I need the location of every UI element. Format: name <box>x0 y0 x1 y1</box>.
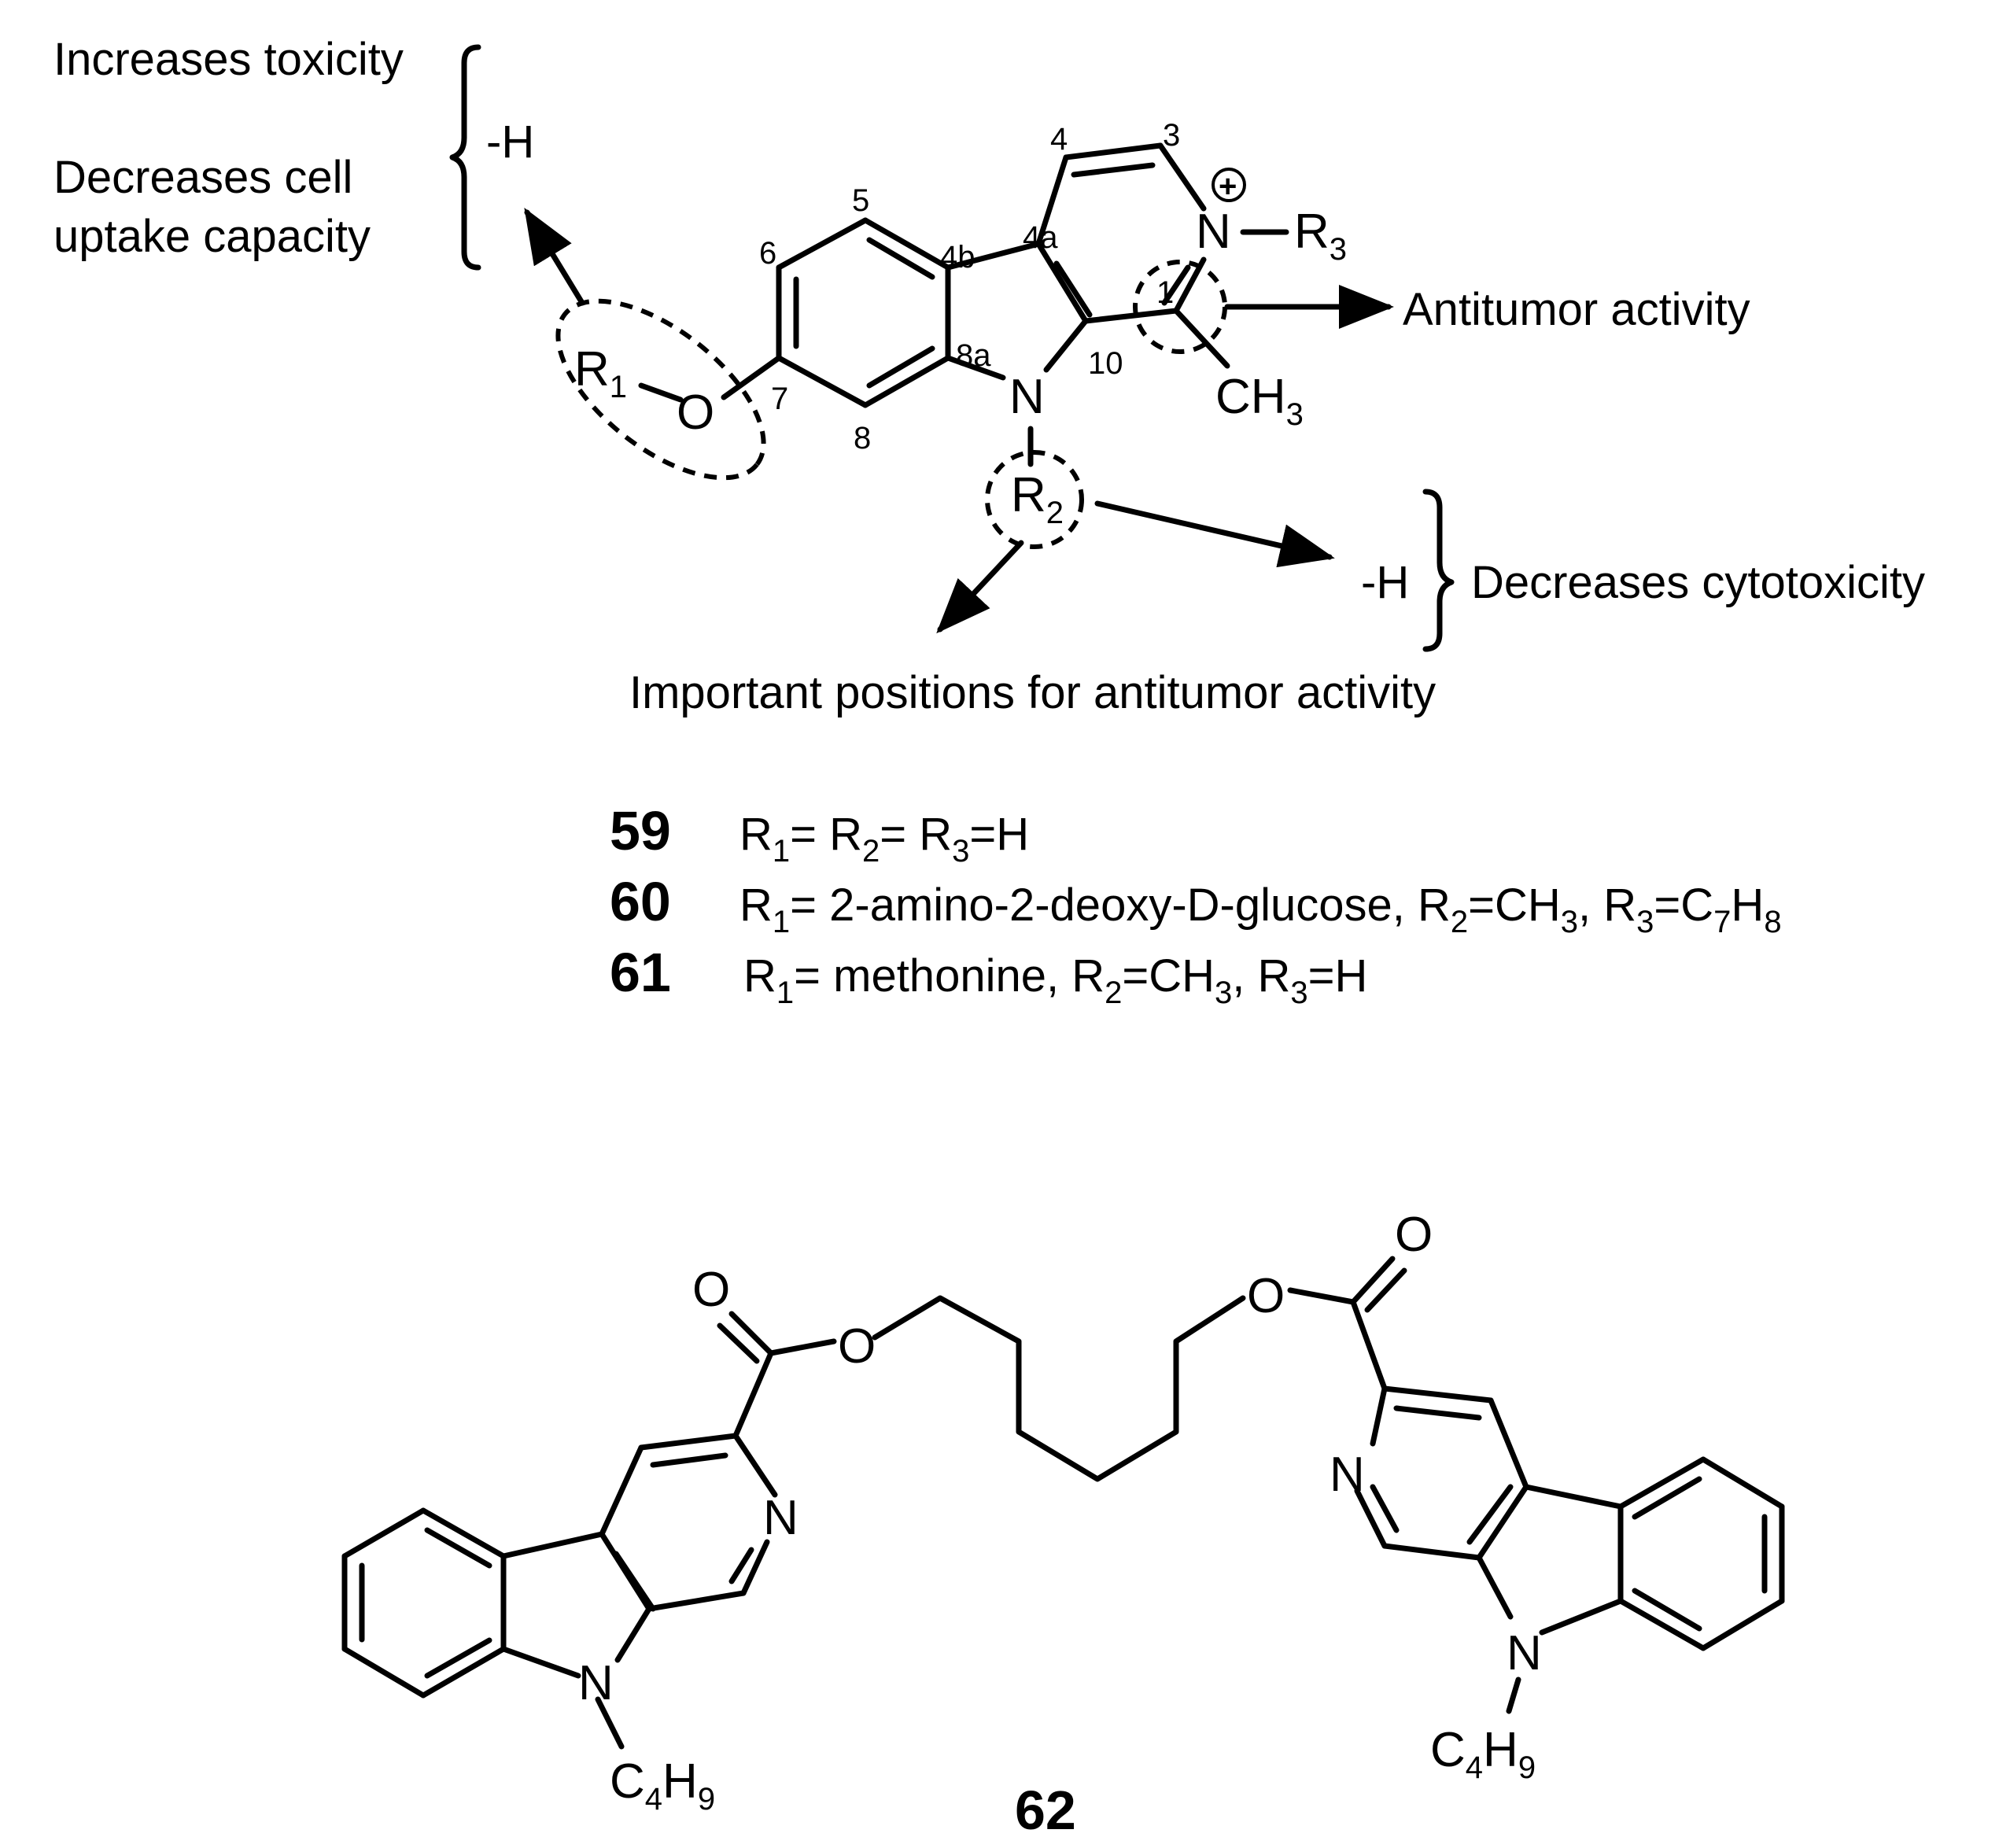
position-4a: 4a <box>1023 220 1058 255</box>
left-brace-icon <box>449 44 481 271</box>
right-c-o-double-1 <box>1350 1256 1396 1305</box>
right-brace-icon <box>1422 489 1455 652</box>
atom-r3: R3 <box>1294 205 1347 267</box>
compound-61-def: R1= methonine, R2=CH3, R3=H <box>743 950 1367 1010</box>
left-c-o-single <box>768 1338 837 1356</box>
annotation-uptake-capacity: uptake capacity <box>53 211 371 262</box>
right-carbonyl-o: O <box>1395 1208 1433 1262</box>
left-ester-o: O <box>838 1319 876 1374</box>
left-butyl: C4H9 <box>610 1754 715 1817</box>
c7-o-bond <box>721 355 782 400</box>
left-carbonyl-o: O <box>692 1263 730 1317</box>
compound-60-label: 60 <box>610 871 671 932</box>
r1-o-highlight <box>555 298 766 481</box>
annotation-h-top: -H <box>486 116 534 168</box>
right-carboline <box>1354 1385 1785 1714</box>
position-10: 10 <box>1088 346 1123 381</box>
annotation-decreases-cytotoxicity: Decreases cytotoxicity <box>1471 557 1925 608</box>
compound-62-structure: N N C4H9 O O O O <box>341 1208 1785 1841</box>
right-c-o-single <box>1287 1287 1356 1305</box>
pyrrole-ring <box>945 241 1093 381</box>
position-4: 4 <box>1050 122 1068 157</box>
compound-60-def: R1= 2-amino-2-deoxy-D-glucose, R2=CH3, R… <box>739 880 1782 939</box>
arrows <box>524 208 1394 634</box>
pyridinium-ring <box>1035 142 1289 369</box>
atom-n2: N <box>1196 205 1231 259</box>
right-c-o-double-2 <box>1364 1267 1407 1313</box>
right-pyridine-n: N <box>1330 1448 1365 1502</box>
plus-sign: + <box>1219 169 1237 204</box>
right-butyl: C4H9 <box>1430 1723 1536 1785</box>
atom-n9: N <box>1009 370 1045 424</box>
position-8: 8 <box>854 421 871 456</box>
right-indole-n: N <box>1507 1626 1542 1680</box>
compound-59-def: R1= R2= R3=H <box>739 809 1029 869</box>
highlights <box>555 260 1227 549</box>
arrow-to-h-right-icon <box>1094 500 1335 568</box>
position-4b: 4b <box>940 240 975 275</box>
position-3: 3 <box>1163 118 1180 153</box>
position-7: 7 <box>771 382 788 416</box>
compound-61-label: 61 <box>610 942 671 1003</box>
position-5: 5 <box>852 183 869 218</box>
position-8a: 8a <box>956 338 991 373</box>
annotation-antitumor-activity: Antitumor activity <box>1403 284 1750 335</box>
right-carbonyl-bond <box>1350 1299 1388 1392</box>
compound-59-label: 59 <box>610 800 671 861</box>
hexyl-chain <box>872 1295 1246 1482</box>
atom-labels: N N + R3 CH3 O R1 R2 <box>574 168 1347 530</box>
right-ester-o: O <box>1247 1269 1285 1323</box>
left-c-o-double-2 <box>717 1322 760 1364</box>
position-1: 1 <box>1156 275 1174 310</box>
compound-62-label: 62 <box>1015 1780 1076 1841</box>
positive-charge-icon <box>1212 168 1246 202</box>
left-carbonyl-bond <box>732 1350 774 1439</box>
atom-r2: R2 <box>1011 468 1064 530</box>
atom-o: O <box>677 385 714 440</box>
left-indole-n: N <box>578 1656 614 1710</box>
core-structure <box>638 142 1289 467</box>
benzene-ring <box>776 217 951 408</box>
atom-ch3: CH3 <box>1215 370 1304 432</box>
atom-r1: R1 <box>574 342 627 404</box>
compound-list: 59 R1= R2= R3=H 60 R1= 2-amino-2-deoxy-D… <box>610 800 1782 1010</box>
position-numbers: 4 3 1 5 6 7 8 4b 4a 8a 10 <box>759 118 1180 456</box>
o-r1-bond <box>638 382 684 403</box>
annotations: Increases toxicity Decreases cell uptake… <box>53 34 1925 718</box>
arrow-to-important-icon <box>936 540 1024 634</box>
annotation-h-right: -H <box>1361 557 1409 608</box>
left-pyridine-n: N <box>763 1491 798 1545</box>
position-6: 6 <box>759 236 776 271</box>
left-carboline <box>341 1433 778 1750</box>
left-c-o-double-1 <box>728 1311 774 1356</box>
r2-highlight <box>985 450 1084 549</box>
annotation-increases-toxicity: Increases toxicity <box>53 34 404 85</box>
annotation-important-positions: Important positions for antitumor activi… <box>629 667 1436 718</box>
annotation-decreases-cell: Decreases cell <box>53 152 352 203</box>
arrow-to-toxicity-icon <box>524 208 585 306</box>
